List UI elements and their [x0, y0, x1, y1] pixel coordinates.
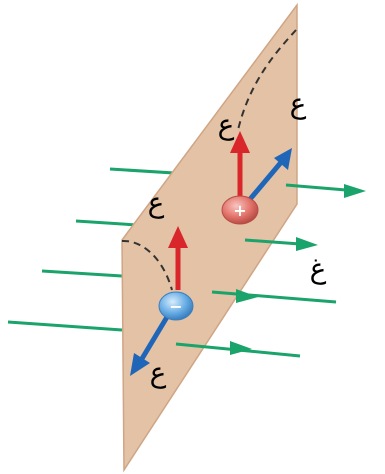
blue-velocity-arrow-bottom [137, 310, 173, 364]
positive-sign: + [233, 201, 246, 220]
field-line-back-3 [41, 269, 123, 278]
field-line-front-3 [211, 290, 337, 304]
field-arrowhead-4 [230, 341, 252, 355]
field-lines-front [175, 183, 366, 358]
label-ain-top: ع [218, 108, 235, 141]
field-arrowhead-3 [236, 289, 258, 303]
negative-charge [158, 291, 194, 321]
blue-arrowhead-bottom [130, 353, 150, 376]
label-waw-top: ع [290, 87, 307, 120]
field-line-back-4 [7, 320, 123, 332]
field-line-front-2 [244, 238, 301, 246]
trajectory-bottom [121, 239, 173, 291]
trajectory-top [237, 29, 297, 131]
negative-sign: − [169, 297, 182, 316]
positive-charge [221, 195, 259, 225]
negative-charge-group: − [130, 226, 194, 376]
blue-arrowhead-top [274, 148, 292, 170]
plate [121, 2, 298, 473]
field-arrowhead-2 [296, 237, 318, 251]
red-arrowhead-top [230, 131, 250, 153]
field-arrowhead-1 [344, 184, 366, 198]
label-ghain: غ [310, 252, 327, 285]
label-waw-bottom: ع [150, 356, 167, 389]
positive-charge-group: + [221, 131, 292, 225]
blue-velocity-arrow-top [244, 158, 285, 206]
label-ain-left: ع [148, 186, 165, 219]
red-arrowhead-bottom [168, 226, 188, 248]
